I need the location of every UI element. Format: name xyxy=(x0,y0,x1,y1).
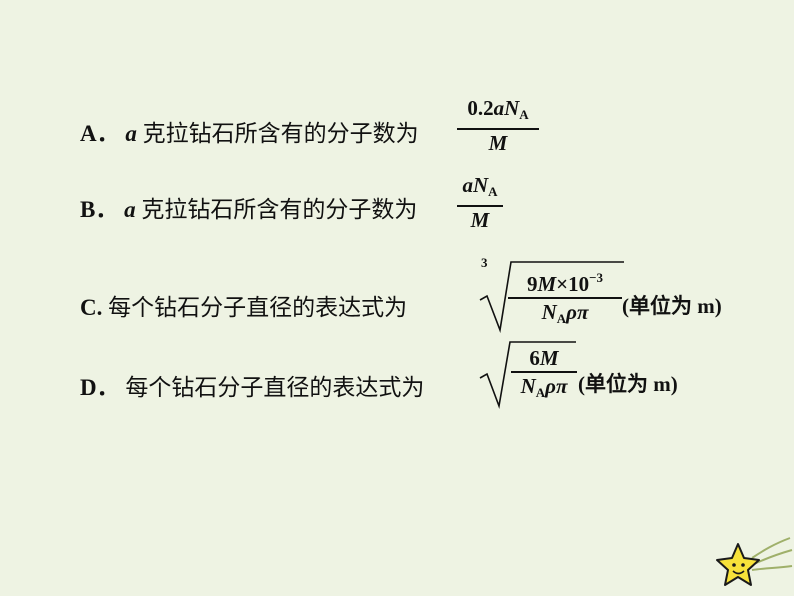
root-index: 3 xyxy=(481,255,488,270)
option-a-text: 克拉钻石所含有的分子数为 xyxy=(142,121,419,146)
square-root-sign xyxy=(479,341,576,410)
option-b-var: a xyxy=(124,197,136,222)
smiling-star-icon xyxy=(716,537,793,586)
option-b-text: 克拉钻石所含有的分子数为 xyxy=(141,197,418,222)
option-c-denominator: NAρπ xyxy=(541,299,589,326)
option-d: D． 每个钻石分子直径的表达式为 xyxy=(80,368,424,402)
option-b-letter: B． xyxy=(80,197,119,222)
fraction-bar xyxy=(508,297,622,299)
option-c: C. 每个钻石分子直径的表达式为 xyxy=(80,288,407,322)
option-c-letter: C. xyxy=(80,295,103,320)
option-c-text: 每个钻石分子直径的表达式为 xyxy=(108,295,408,320)
option-a-denominator: M xyxy=(488,130,508,155)
fraction-bar xyxy=(457,205,503,207)
option-a-fraction: 0.2aNA M xyxy=(457,96,539,155)
option-c-unit: (单位为 m) xyxy=(622,294,722,318)
option-d-unit: (单位为 m) xyxy=(578,372,678,396)
option-a-letter: A． xyxy=(80,121,120,146)
option-d-letter: D． xyxy=(80,375,120,400)
option-b-numerator: aNA xyxy=(462,173,498,199)
fraction-bar xyxy=(511,371,577,373)
fraction-bar xyxy=(457,128,539,130)
cube-root-sign xyxy=(479,261,624,334)
option-b-fraction: aNA M xyxy=(457,173,503,232)
option-b: B． a 克拉钻石所含有的分子数为 xyxy=(80,190,417,224)
option-c-numerator: 9M×10−3 xyxy=(526,270,604,296)
option-a: A． a 克拉钻石所含有的分子数为 xyxy=(80,114,419,148)
option-a-numerator: 0.2aNA xyxy=(467,96,529,122)
option-a-var: a xyxy=(125,121,137,146)
option-c-fraction: 9M×10−3 NAρπ xyxy=(508,266,622,331)
option-d-denominator: NAρπ xyxy=(520,373,568,400)
option-d-text: 每个钻石分子直径的表达式为 xyxy=(125,375,425,400)
option-b-denominator: M xyxy=(470,207,490,232)
option-d-fraction: 6M NAρπ xyxy=(511,346,577,405)
option-d-numerator: 6M xyxy=(529,346,559,370)
